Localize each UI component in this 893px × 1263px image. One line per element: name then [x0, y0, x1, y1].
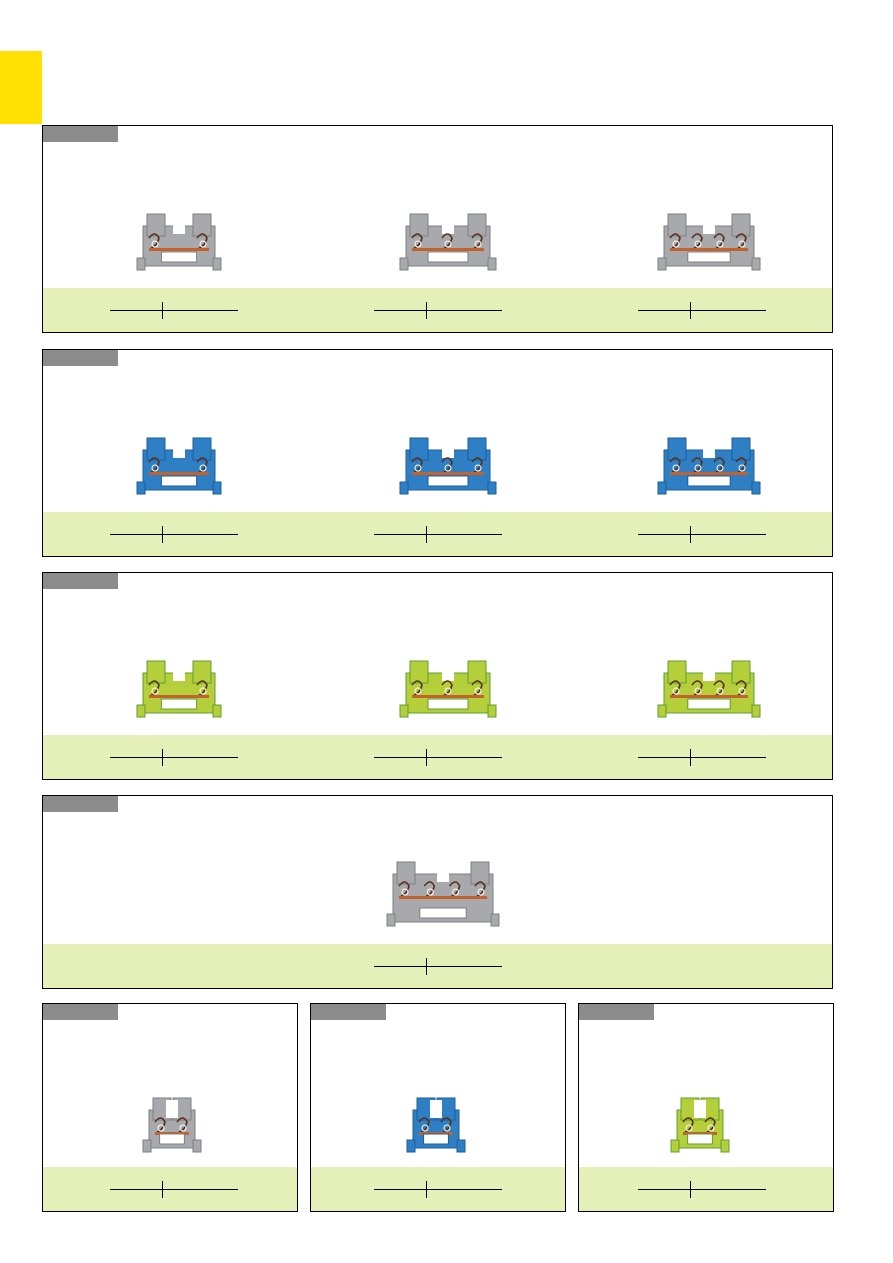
panel-label	[43, 796, 118, 812]
terminal-block-image	[135, 659, 223, 725]
dimension-line	[374, 526, 502, 543]
dimension-line	[374, 958, 502, 975]
product-panel-green-yellow	[42, 572, 833, 780]
panel-label	[579, 1004, 654, 1020]
dimension-line	[638, 526, 766, 543]
terminal-block-image	[656, 436, 762, 502]
dimension-line	[638, 749, 766, 766]
panel-label	[43, 350, 118, 366]
panel-label	[43, 126, 118, 142]
section-tab-marker	[0, 51, 42, 124]
product-panel-gray	[42, 125, 833, 333]
panel-footer	[43, 735, 832, 779]
terminal-block-image	[669, 1096, 731, 1160]
product-panel-gray-wide	[42, 795, 833, 989]
terminal-block-image	[398, 212, 498, 278]
panel-label	[43, 1004, 118, 1020]
small-panel-gray	[42, 1003, 298, 1212]
small-panel-blue	[310, 1003, 566, 1212]
panel-label	[43, 573, 118, 589]
terminal-block-image	[385, 860, 501, 934]
panel-footer	[311, 1167, 565, 1211]
terminal-block-image	[405, 1096, 467, 1160]
terminal-block-image	[141, 1096, 203, 1160]
product-panel-blue	[42, 349, 833, 557]
dimension-line	[374, 302, 502, 319]
terminal-block-image	[656, 659, 762, 725]
dimension-line	[638, 302, 766, 319]
panel-footer	[43, 1167, 297, 1211]
terminal-block-image	[398, 659, 498, 725]
terminal-block-image	[656, 212, 762, 278]
panel-footer	[579, 1167, 833, 1211]
dimension-line	[374, 1181, 502, 1198]
dimension-line	[110, 302, 238, 319]
terminal-block-image	[135, 212, 223, 278]
terminal-block-image	[398, 436, 498, 502]
panel-footer	[43, 288, 832, 332]
dimension-line	[110, 526, 238, 543]
dimension-line	[110, 749, 238, 766]
dimension-line	[638, 1181, 766, 1198]
small-panel-green-yellow	[578, 1003, 834, 1212]
panel-label	[311, 1004, 386, 1020]
terminal-block-image	[135, 436, 223, 502]
panel-footer	[43, 512, 832, 556]
panel-footer	[43, 944, 832, 988]
dimension-line	[110, 1181, 238, 1198]
dimension-line	[374, 749, 502, 766]
